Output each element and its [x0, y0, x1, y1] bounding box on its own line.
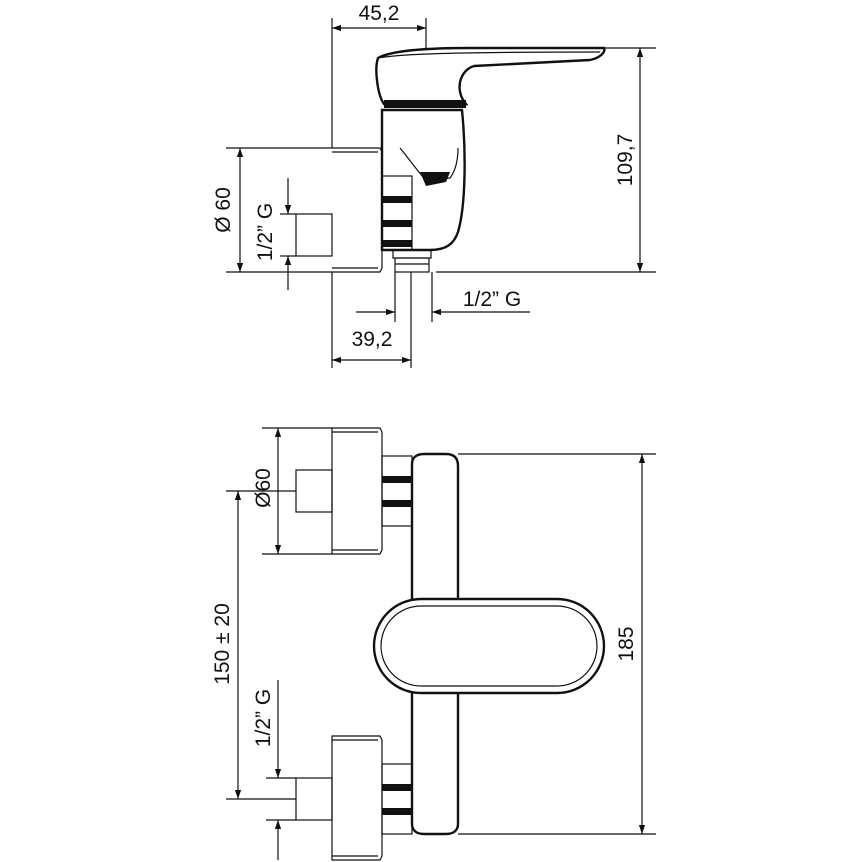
side-wall-flange [332, 147, 383, 273]
dim-front-height: 185 [458, 453, 656, 835]
dim-diameter-label: Ø 60 [212, 187, 235, 233]
dim-depth: 39,2 [331, 272, 412, 368]
dim-front-height-label: 185 [615, 626, 638, 661]
side-mixer-body [380, 108, 466, 252]
side-wall-connector [295, 213, 333, 257]
dim-front-diameter-label: Ø60 [252, 468, 275, 508]
dim-front-inlet-thread-label: 1/2” G [252, 689, 275, 747]
dim-outlet-thread-label: 1/2” G [463, 288, 521, 311]
side-outlet-nozzle [392, 249, 432, 273]
dim-inlet-thread-label: 1/2” G [254, 203, 277, 261]
front-view: Ø60 150 ± 20 1/2” G 185 [211, 427, 656, 861]
dim-inlet-thread: 1/2” G [254, 178, 296, 290]
dim-outlet-thread: 1/2” G [356, 272, 530, 322]
dim-height-label: 109,7 [614, 134, 637, 187]
dim-top-width: 45,2 [331, 2, 427, 148]
front-lower-flange [295, 735, 413, 861]
front-lever-handle [372, 597, 606, 695]
dim-front-diameter: Ø60 [252, 427, 332, 555]
front-upper-flange [295, 427, 413, 555]
front-mixer-body [410, 452, 460, 836]
dim-front-inlet-thread: 1/2” G [252, 680, 296, 860]
dim-diameter: Ø 60 [212, 147, 332, 273]
side-view: 45,2 109,7 Ø 60 1/2” G [212, 2, 656, 368]
dim-top-width-label: 45,2 [359, 2, 400, 25]
dim-depth-label: 39,2 [352, 328, 393, 351]
dim-front-spacing-label: 150 ± 20 [211, 603, 234, 685]
side-lever-handle [375, 46, 606, 108]
dim-front-spacing: 150 ± 20 [211, 490, 296, 800]
dim-height: 109,7 [436, 47, 656, 273]
side-stub [381, 175, 413, 251]
